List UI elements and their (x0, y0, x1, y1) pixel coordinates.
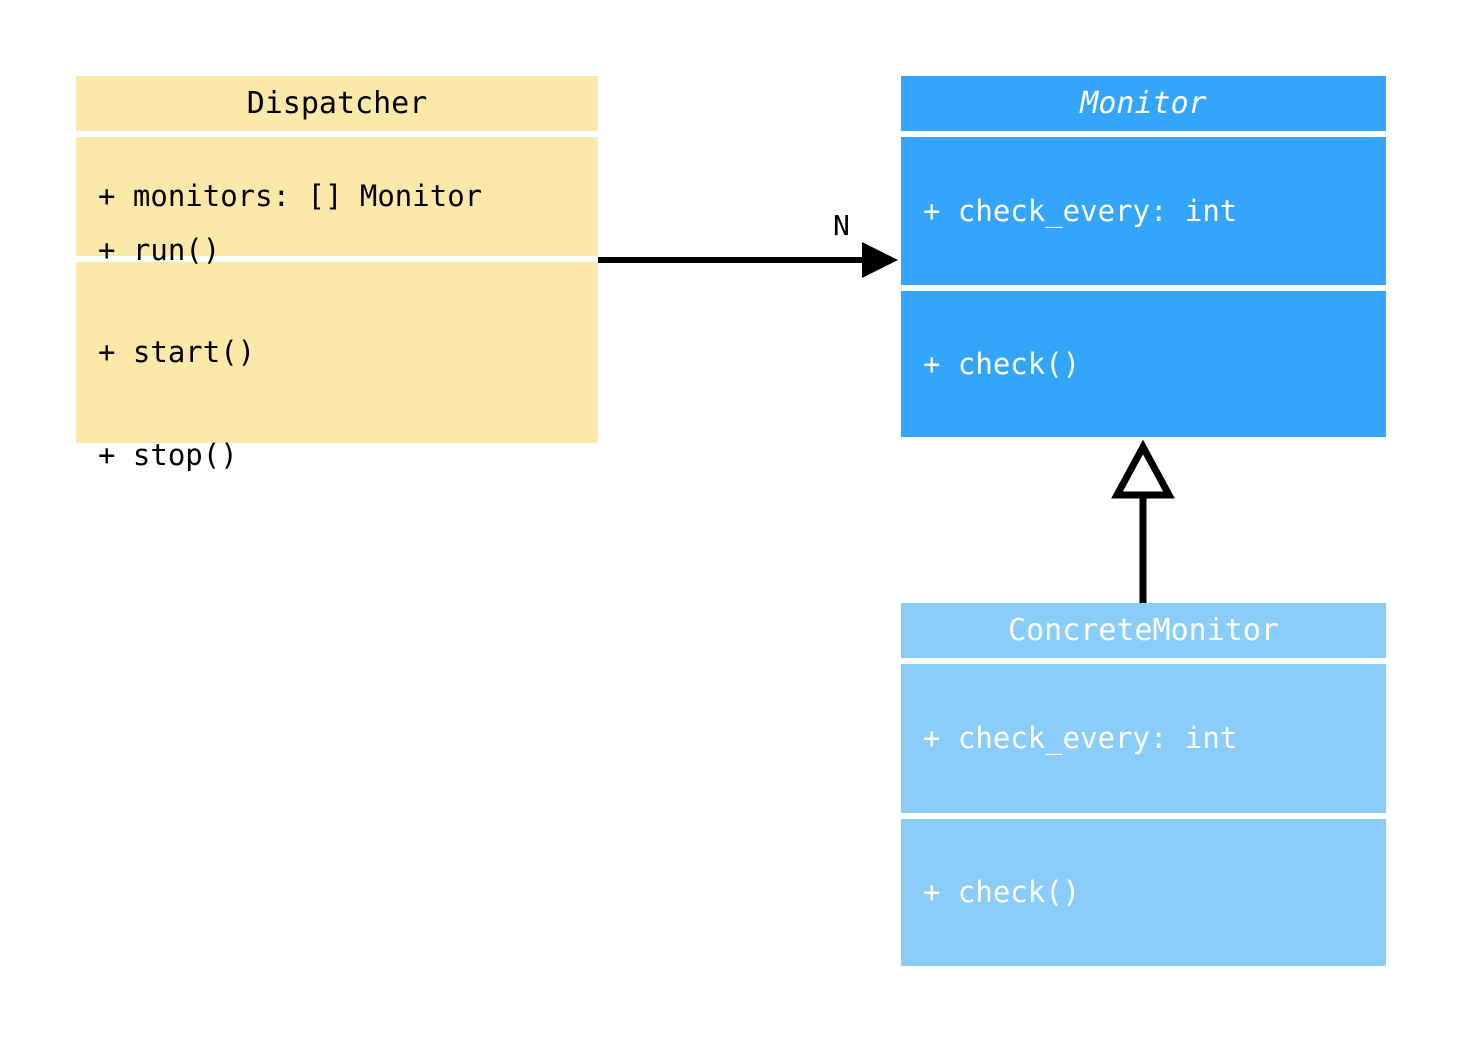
attribute-list: + monitors: [] Monitor (76, 111, 598, 282)
method-list: + run() + start() + stop() (76, 164, 598, 540)
class-attributes-concrete-monitor: + check_every: int (901, 664, 1386, 813)
class-methods-concrete-monitor: + check() (901, 819, 1386, 966)
attribute-item: + check_every: int (923, 721, 1238, 756)
method-item: + check() (923, 875, 1081, 910)
association-multiplicity-label: N (833, 209, 850, 242)
method-item: + stop() (98, 438, 238, 473)
method-list: + check() (901, 807, 1386, 978)
class-methods-dispatcher: + run() + start() + stop() (76, 233, 598, 472)
class-name-dispatcher: Dispatcher (246, 86, 428, 121)
association-dispatcher-monitor (598, 242, 898, 278)
class-header-concrete-monitor: ConcreteMonitor (901, 603, 1386, 658)
method-item: + check() (923, 346, 1081, 381)
hollow-triangle-arrowhead-icon (1111, 439, 1175, 499)
attribute-list: + check_every: int (901, 125, 1386, 296)
attribute-item: + monitors: [] Monitor (98, 179, 483, 214)
filled-arrowhead-icon (862, 242, 898, 278)
class-box-dispatcher[interactable]: Dispatcher + monitors: [] Monitor + run(… (76, 76, 598, 472)
attribute-list: + check_every: int (901, 653, 1386, 824)
class-name-concrete-monitor: ConcreteMonitor (1008, 613, 1279, 648)
method-item: + run() (98, 232, 221, 267)
class-header-dispatcher: Dispatcher (76, 76, 598, 131)
class-header-monitor: Monitor (901, 76, 1386, 131)
class-box-concrete-monitor[interactable]: ConcreteMonitor + check_every: int + che… (901, 603, 1386, 972)
method-list: + check() (901, 278, 1386, 449)
class-attributes-dispatcher: + monitors: [] Monitor (76, 137, 598, 256)
class-name-monitor: Monitor (1080, 86, 1207, 121)
method-item: + start() (98, 335, 256, 370)
generalization-concrete-monitor (1111, 439, 1175, 603)
attribute-item: + check_every: int (923, 193, 1238, 228)
class-attributes-monitor: + check_every: int (901, 137, 1386, 285)
class-box-monitor[interactable]: Monitor + check_every: int + check() (901, 76, 1386, 443)
class-methods-monitor: + check() (901, 291, 1386, 437)
